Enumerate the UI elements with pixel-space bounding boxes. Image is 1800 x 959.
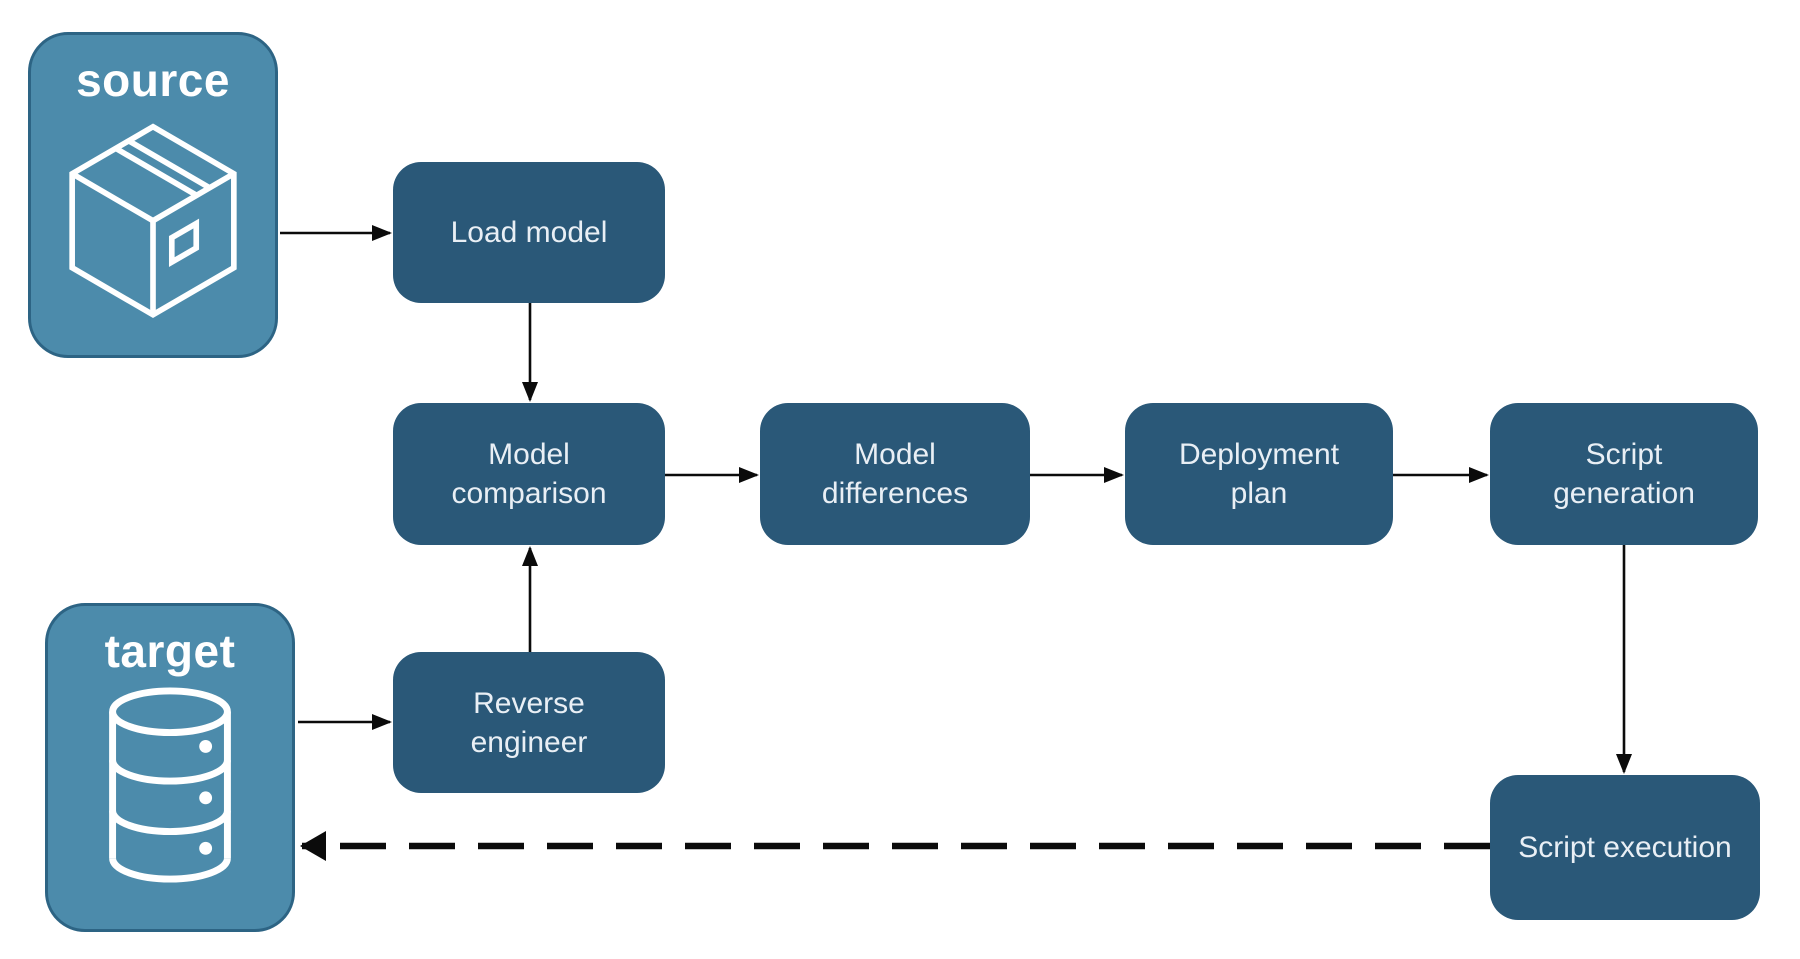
database-icon <box>109 687 231 883</box>
node-script-generation-label: Script generation <box>1553 438 1695 510</box>
node-load-model: Load model <box>393 162 665 303</box>
node-model-comparison-label: Model comparison <box>451 438 607 510</box>
node-reverse-engineer: Reverse engineer <box>393 652 665 793</box>
node-model-differences-label: Model differences <box>821 438 969 510</box>
node-model-comparison: Model comparison <box>393 403 665 545</box>
node-reverse-engineer-label: Reverse engineer <box>470 686 588 759</box>
node-deployment-plan: Deployment plan <box>1125 403 1393 545</box>
node-deployment-plan-label: Deployment plan <box>1178 438 1340 510</box>
node-load-model-label: Load model <box>450 216 608 249</box>
node-script-execution: Script execution <box>1490 775 1760 920</box>
package-icon <box>69 123 237 319</box>
node-script-generation: Script generation <box>1490 403 1758 545</box>
target-label: target <box>104 625 236 677</box>
node-model-differences: Model differences <box>760 403 1030 545</box>
target-container: target <box>45 603 295 932</box>
source-label: source <box>76 54 230 106</box>
node-script-execution-label: Script execution <box>1518 831 1732 864</box>
source-container: source <box>28 32 278 358</box>
